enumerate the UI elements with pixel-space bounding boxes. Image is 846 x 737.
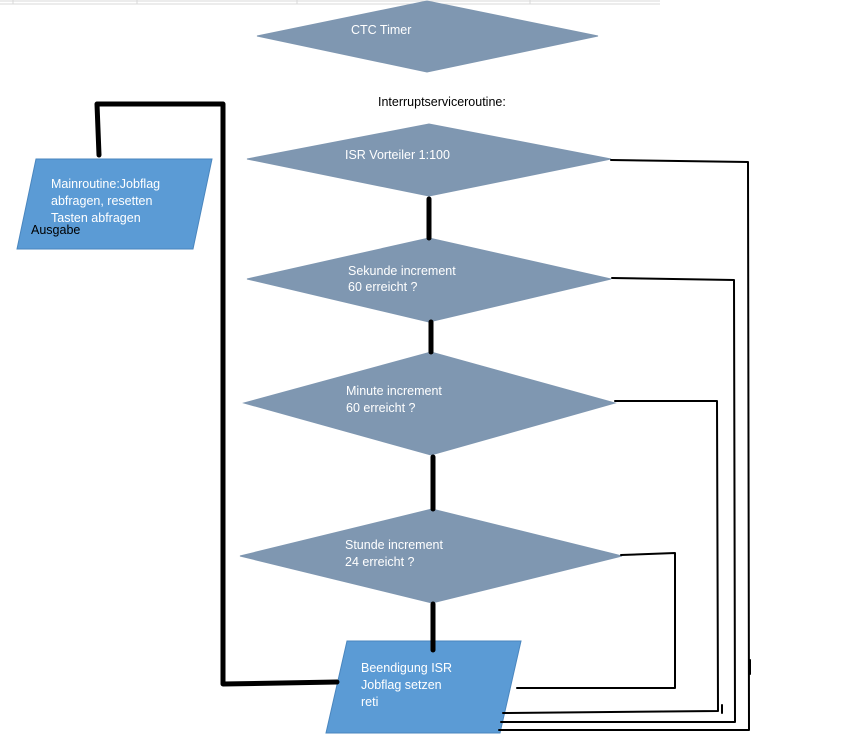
beendigung-process — [325, 640, 522, 734]
spreadsheet-gridlines — [0, 0, 660, 5]
connector-bypass-minute — [502, 400, 719, 714]
ausgabe-label: Ausgabe — [31, 223, 80, 237]
minute-label: Minute increment 60 erreicht ? — [346, 384, 445, 415]
mainroutine-label: Mainroutine:Jobflag abfragen, resetten T… — [51, 177, 164, 225]
isr-title-label: Interruptserviceroutine: — [378, 95, 506, 109]
connector-bypass-vorteiler — [498, 159, 750, 731]
sekunde-decision — [246, 237, 612, 323]
connector-return-loop — [94, 101, 340, 687]
beendigung-label: Beendigung ISR Jobflag setzen reti — [361, 661, 456, 709]
connector-lines — [94, 101, 751, 731]
minute-decision — [242, 351, 617, 456]
ctc-timer-diamond — [256, 0, 599, 73]
connector-bypass-stunde — [516, 552, 676, 689]
isr-vorteiler-label: ISR Vorteiler 1:100 — [345, 148, 450, 162]
stunde-label: Stunde increment 24 erreicht ? — [345, 538, 446, 569]
ctc-timer-label: CTC Timer — [351, 23, 411, 37]
stunde-decision — [239, 508, 623, 604]
sekunde-label: Sekunde increment 60 erreicht ? — [348, 264, 459, 294]
connector-bypass-sekunde — [500, 277, 736, 723]
mainroutine-process — [16, 158, 213, 250]
